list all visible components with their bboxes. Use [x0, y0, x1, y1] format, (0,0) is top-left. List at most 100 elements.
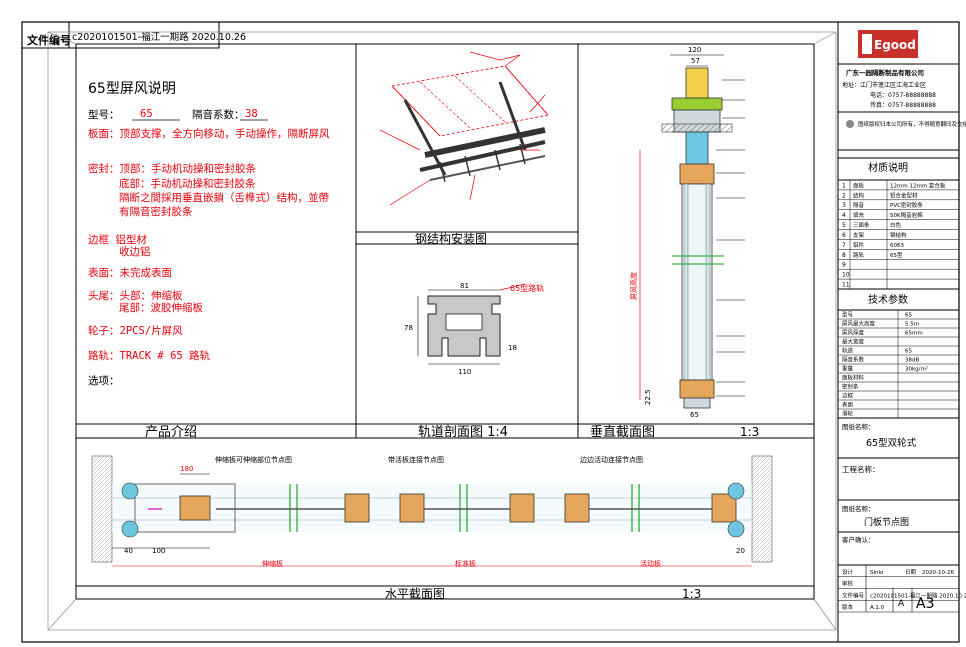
materials-row-spec: 12mm 12mm 复合板: [890, 181, 946, 189]
materials-row-no: 5: [842, 222, 846, 229]
meta-row-key: 审核: [842, 580, 854, 588]
file-no-value-box: [68, 21, 220, 49]
hz-label-end: 活动板: [640, 559, 661, 568]
desc-track: 路轨：TRACK # 65 路轨: [88, 349, 211, 362]
drawing-name-label: 图纸名称：: [842, 422, 875, 431]
materials-row-no: 2: [842, 192, 846, 199]
desc-head-1: 头尾：头部：伸缩板: [88, 289, 183, 302]
tech-title: 技术参数: [868, 293, 908, 306]
meta-row-value: Sinlo: [870, 570, 884, 576]
materials-row-name: 铝件: [853, 241, 865, 249]
desc-board: 板面：顶部支撑，全方向移动，手动操作，隔断屏风: [88, 127, 330, 140]
rail-section-drawing: 65型路轨 81 78 110 18: [404, 282, 544, 376]
materials-row-spec: PVC密封胶条: [890, 201, 923, 209]
caption-product: 产品介绍: [145, 425, 197, 440]
caption-vertical-scale: 1:3: [740, 425, 759, 439]
materials-row-no: 10: [842, 272, 850, 279]
hz-note-1: 伸缩板可伸缩部位节点图: [215, 455, 292, 464]
title-block: Egood 广东一园隔断制品有限公司 地址：江门市蓬江区江海工业区 电话：075…: [838, 30, 966, 613]
tech-row-key: 轨道: [842, 347, 854, 355]
materials-row-no: 4: [842, 212, 846, 219]
materials-row-name: 结构: [853, 191, 865, 199]
desc-model-value: 65: [140, 108, 153, 120]
materials-row-spec: 50K隔音岩棉: [890, 211, 923, 219]
hz-note-2: 带活板连接节点图: [388, 455, 444, 464]
company-tel: 电话：0757-88888888: [870, 91, 936, 99]
tech-row-key: 型号: [842, 311, 854, 319]
desc-surface: 表面：未完成表面: [88, 266, 172, 279]
vert-dim-bottom-2: 22.5: [644, 389, 652, 405]
rail-dim-top: 81: [460, 282, 469, 290]
info-icon: [846, 120, 854, 128]
corner-line-br: [813, 598, 837, 631]
outer-border: [21, 21, 960, 643]
meta-row-value2: 2020-10-26: [922, 570, 954, 576]
meta-row-key: 文件编号: [842, 591, 865, 599]
tech-row-key: 密封条: [842, 383, 859, 391]
tech-row-key: 滑轮: [842, 410, 854, 418]
desc-seal-between-1: 隔断之間採用垂直嵌鎖（舌榫式）结构，並帶: [119, 191, 329, 204]
desc-options: 选项：: [88, 374, 120, 387]
desc-model-label: 型号：: [88, 108, 120, 121]
company-name: 广东一园隔断制品有限公司: [846, 68, 924, 77]
node-value: 门板节点图: [864, 516, 909, 528]
tech-row-key: 重量: [842, 365, 854, 373]
tech-row-key: 面板材料: [842, 374, 865, 382]
company-address: 地址：江门市蓬江区江海工业区: [842, 81, 926, 89]
tech-row-value: 30kg/m²: [905, 366, 928, 373]
materials-row-name: 面板: [853, 181, 865, 189]
materials-row-spec: 白色: [890, 221, 902, 229]
materials-row-no: 9: [842, 262, 846, 269]
meta-row-key2: 日期: [905, 569, 917, 576]
caption-steel: 钢结构安装图: [415, 231, 487, 246]
materials-row-name: 路轨: [853, 251, 865, 259]
hz-label-start: 伸缩板: [262, 559, 283, 568]
tech-row-key: 最大宽度: [842, 338, 865, 346]
revision-letter: A: [898, 599, 905, 609]
desc-frame-2: 收边铝: [119, 245, 151, 258]
steel-structure-drawing: [379, 51, 549, 206]
meta-row-key: 版本: [842, 603, 854, 611]
tech-row-value: 5.5m: [905, 322, 919, 328]
corner-line-tr: [813, 31, 837, 45]
tech-row-value: 65: [905, 313, 912, 319]
copyright-notice: 图纸版权归本公司所有，不得随意翻印及交给第三方: [858, 120, 966, 128]
corner-line-bl: [47, 598, 77, 631]
vert-height-label: 屏风高度: [629, 272, 638, 300]
materials-row-spec: 65型: [890, 251, 903, 259]
hz-dim-4: 20: [736, 547, 745, 555]
desc-head-2: 尾部：波胶伸缩板: [119, 301, 203, 314]
desc-frame-1: 边框 铝型材: [88, 233, 147, 246]
meta-row-key: 设计: [842, 568, 854, 576]
tech-row-key: 隔音系数: [842, 356, 865, 364]
materials-row-name: 填充: [853, 211, 865, 219]
materials-row-no: 7: [842, 242, 846, 249]
meta-row-value: A.1.0: [870, 605, 885, 611]
project-label: 工程名称：: [842, 464, 880, 474]
vert-dim-bottom-1: 65: [690, 411, 699, 419]
rail-label: 65型路轨: [510, 283, 544, 293]
meta-row-value: c2020101501-福江一期路 2020.10.26: [870, 591, 966, 599]
tech-row-value: 65: [905, 349, 912, 355]
drawing-area: [75, 43, 815, 600]
tech-row-value: 38dB: [905, 358, 919, 364]
tech-row-key: 屏风最大高度: [842, 320, 876, 328]
hz-dim-3: 100: [152, 547, 165, 555]
rail-dim-small: 18: [508, 344, 517, 352]
materials-row-name: 隔音: [853, 201, 865, 209]
desc-wheels: 轮子：2PCS/片屏风: [88, 324, 183, 337]
materials-title: 材质说明: [868, 161, 908, 174]
sheet-size: A3: [916, 596, 934, 612]
file-no-label: 文件编号: [27, 33, 71, 47]
tech-row-key: 屏风厚度: [842, 329, 865, 337]
caption-horizontal: 水平截面图: [385, 587, 445, 601]
rail-dim-bottom: 110: [458, 368, 471, 376]
materials-row-spec: 钢结构: [890, 231, 907, 239]
materials-row-spec: 铝合金型材: [890, 191, 918, 199]
caption-rail: 轨道剖面图 1:4: [418, 425, 508, 440]
tech-row-key: 表面: [842, 401, 854, 409]
vertical-section-drawing: 120 57 屏风高度 65 22.5: [629, 46, 745, 419]
